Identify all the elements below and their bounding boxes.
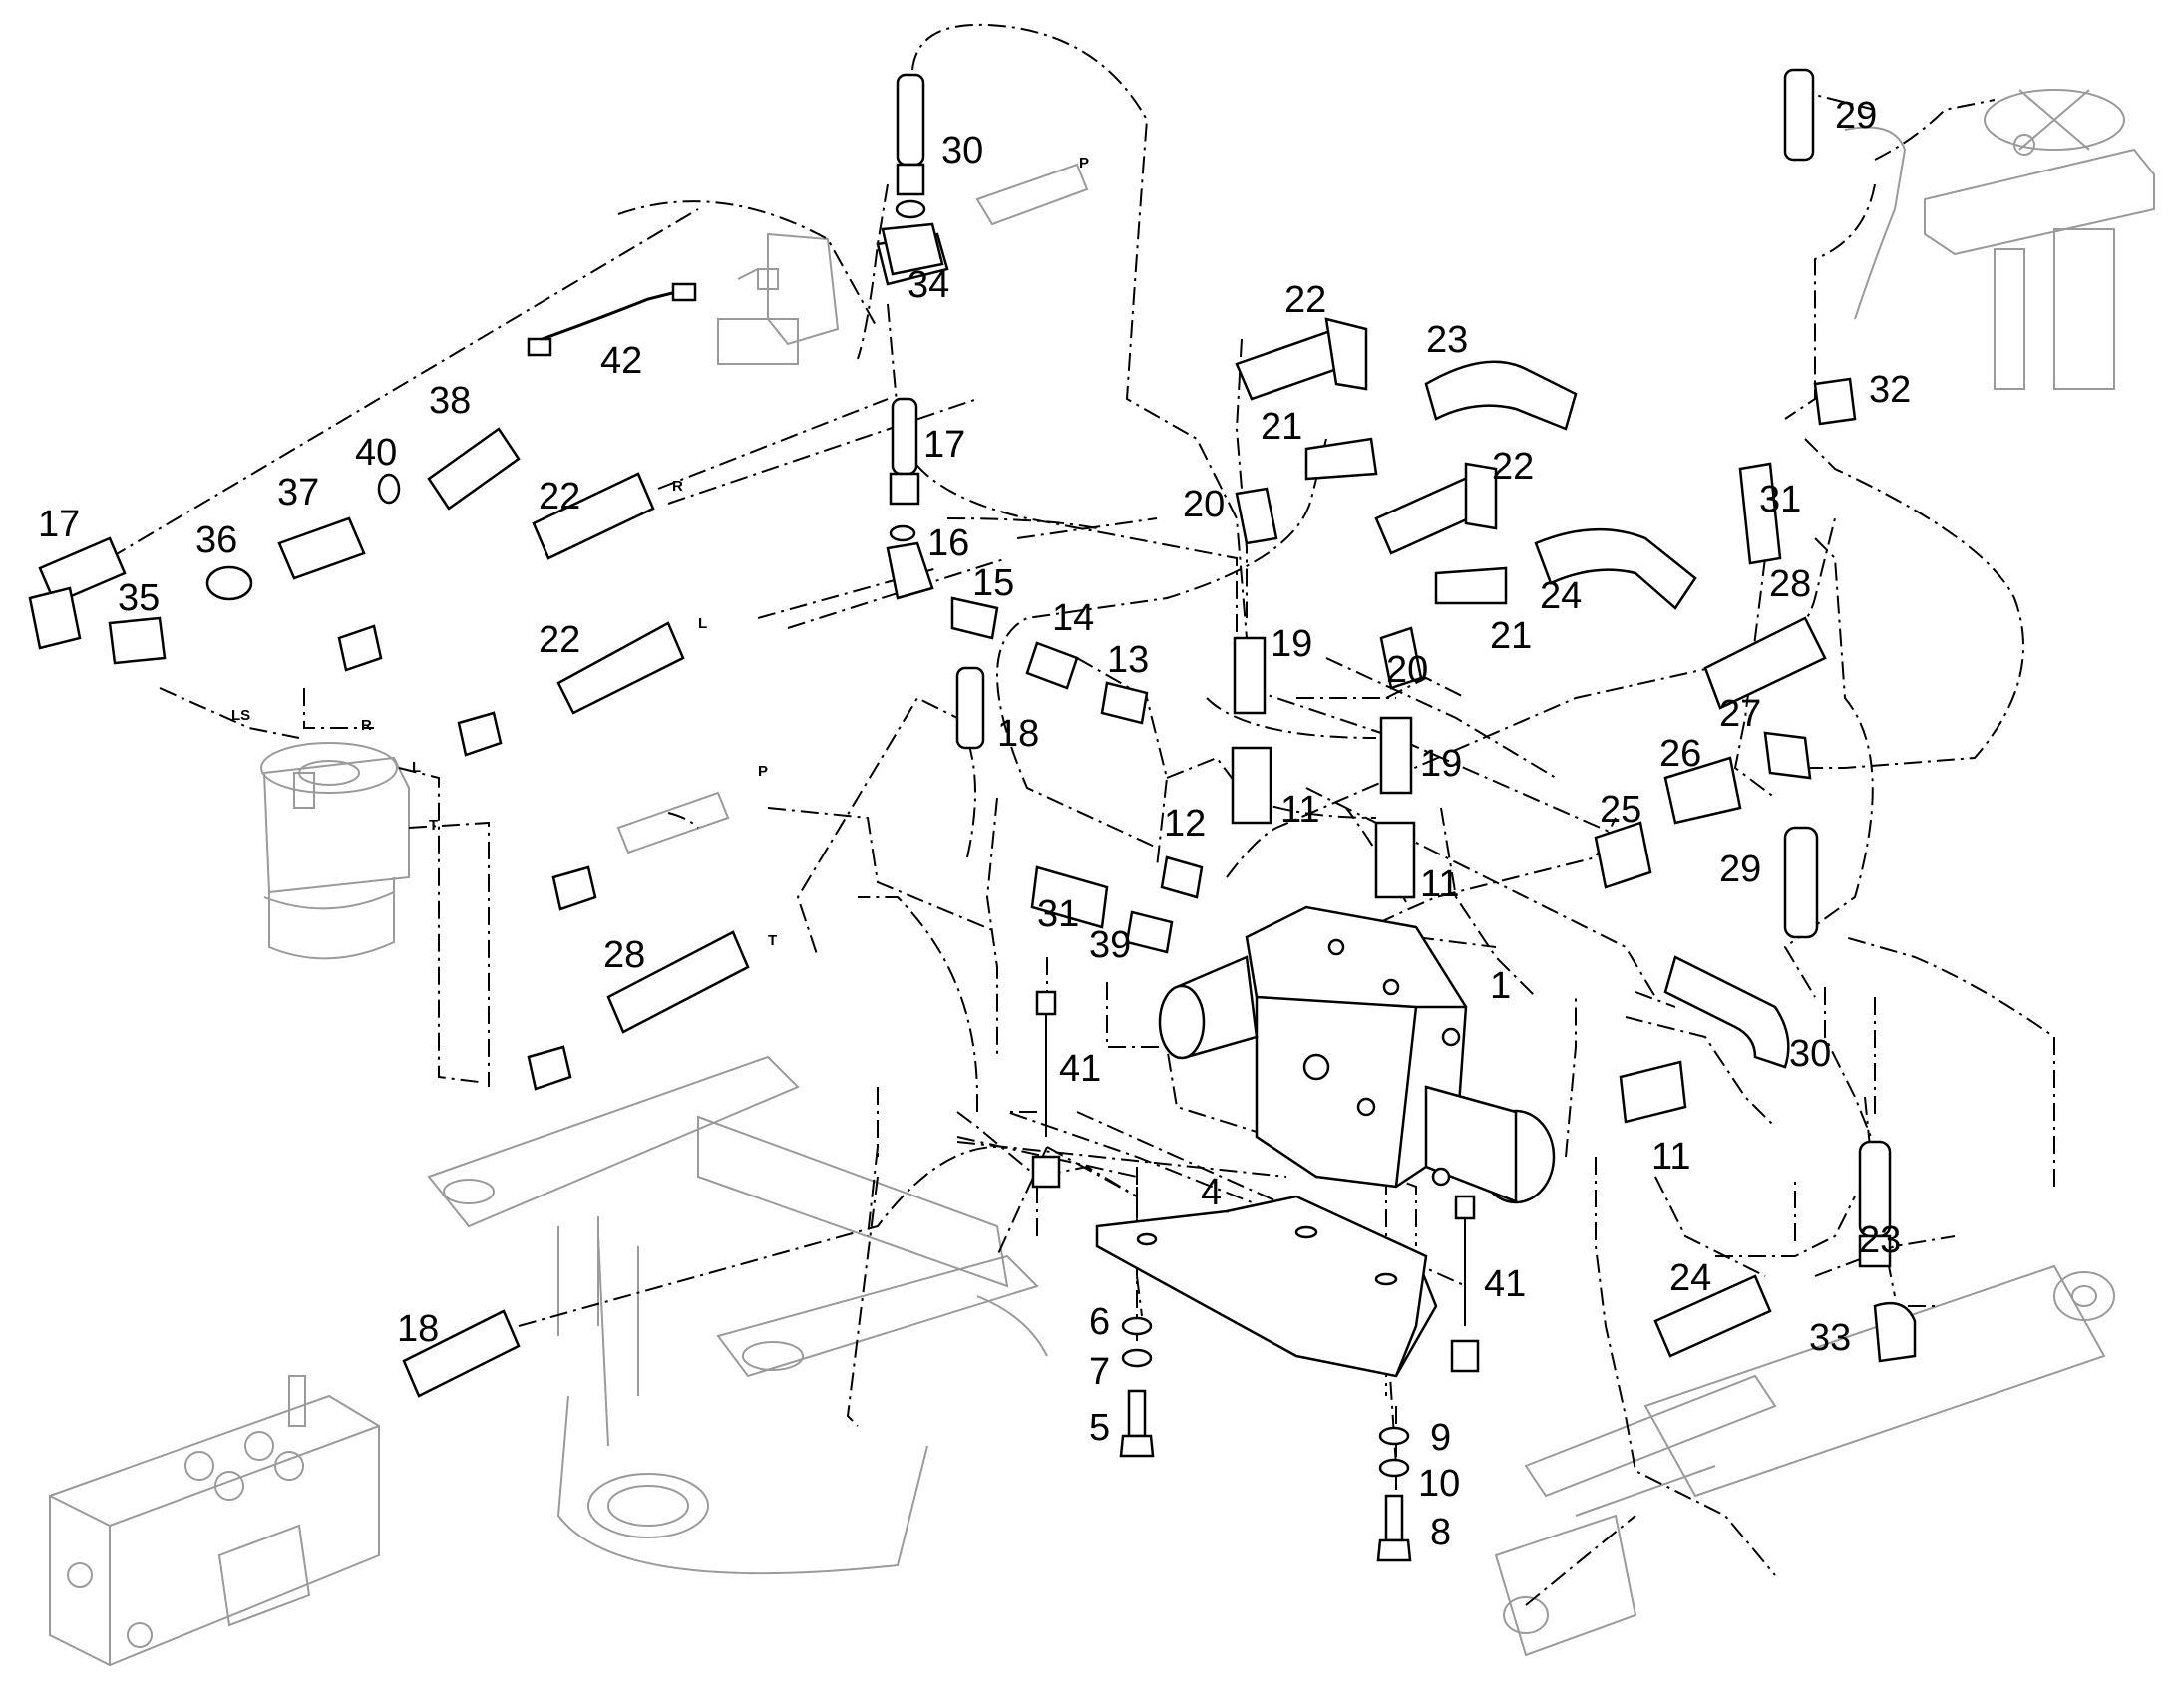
- callout-label: 7: [1089, 1351, 1110, 1393]
- mounting-bracket: [1095, 1195, 1438, 1378]
- callout-label: 33: [1809, 1317, 1851, 1359]
- port-label-r: R: [672, 478, 683, 495]
- port-label-t: T: [768, 932, 777, 949]
- callout-label: 27: [1719, 693, 1761, 735]
- callout-label: 38: [429, 380, 471, 422]
- loader-frame-ghost: [427, 1055, 1048, 1575]
- port-label-p: P: [758, 763, 768, 780]
- port-labels: LS R L T P P R L T: [231, 155, 1089, 949]
- callout-label: 14: [1052, 597, 1094, 639]
- callout-label: 37: [277, 472, 319, 513]
- callout-label: 30: [1789, 1033, 1831, 1075]
- callout-label: 15: [972, 562, 1014, 604]
- callout-label: 19: [1420, 743, 1462, 785]
- callout-label: 24: [1540, 575, 1582, 617]
- callout-label: 41: [1059, 1048, 1101, 1090]
- hardware-washers-bolts: [1119, 1316, 1412, 1562]
- reservoir-filter-ghost: [1844, 89, 2155, 390]
- callout-label: 32: [1869, 369, 1911, 411]
- callout-label: 22: [1492, 446, 1534, 488]
- callout-label: 34: [908, 264, 949, 306]
- callout-label: 1: [1490, 965, 1511, 1007]
- callout-label: 4: [1201, 1172, 1222, 1213]
- main-valve-block: [1158, 905, 1556, 1204]
- port-label-l: L: [412, 759, 421, 776]
- callout-label: 28: [1769, 563, 1811, 605]
- callout-label: 29: [1719, 849, 1761, 890]
- callout-label: 42: [600, 340, 642, 382]
- callout-label: 31: [1759, 479, 1801, 520]
- port-label-r: R: [361, 717, 372, 734]
- callout-label: 8: [1430, 1512, 1451, 1553]
- callout-label: 11: [1651, 1136, 1690, 1178]
- hydraulic-cylinder-ghost: [1494, 1264, 2115, 1657]
- callout-label: 30: [941, 130, 983, 171]
- hoses-and-fittings: [28, 68, 1917, 1398]
- control-valve-bank-ghost: [49, 1375, 380, 1667]
- callout-label: 19: [1271, 623, 1312, 665]
- callout-label: 20: [1183, 484, 1225, 525]
- callout-label: 21: [1261, 406, 1302, 448]
- callout-label: 17: [923, 424, 965, 466]
- callout-label: 35: [118, 577, 160, 619]
- callout-numbers: 1 4 5 6 7 8 9 10 11 11 11 12 13 14 15 16…: [38, 95, 1911, 1553]
- steering-unit-ghost: [260, 742, 410, 960]
- callout-label: 11: [1280, 789, 1319, 831]
- callout-label: 23: [1859, 1219, 1901, 1261]
- pressure-sensors: [1031, 990, 1480, 1373]
- callout-label: 12: [1164, 803, 1206, 845]
- callout-label: 29: [1835, 95, 1877, 137]
- port-label-p: P: [1079, 155, 1089, 171]
- callout-label: 17: [38, 504, 80, 545]
- callout-label: 39: [1089, 924, 1131, 966]
- callout-label: 21: [1490, 615, 1532, 657]
- priority-valve-ghost: [717, 232, 840, 365]
- routing-lines: [109, 23, 2055, 1606]
- callout-label: 40: [355, 432, 397, 474]
- port-label-t: T: [429, 817, 438, 834]
- callout-label: 41: [1484, 1263, 1526, 1305]
- ghost-hoses: [616, 163, 1089, 854]
- port-label-l: L: [698, 615, 707, 632]
- callout-label: 18: [397, 1308, 439, 1350]
- callout-label: 22: [1284, 279, 1326, 321]
- callout-label: 6: [1089, 1301, 1110, 1343]
- callout-label: 13: [1107, 639, 1149, 681]
- callout-label: 31: [1037, 893, 1079, 935]
- callout-label: 24: [1669, 1257, 1711, 1299]
- callout-label: 9: [1430, 1417, 1451, 1459]
- callout-label: 22: [539, 619, 580, 661]
- callout-label: 10: [1418, 1463, 1460, 1505]
- callout-label: 16: [927, 522, 969, 564]
- callout-label: 26: [1659, 733, 1701, 775]
- callout-label: 23: [1426, 319, 1468, 361]
- port-label-ls: LS: [231, 707, 250, 724]
- callout-label: 28: [603, 934, 645, 976]
- callout-label: 36: [195, 519, 237, 561]
- callout-label: 20: [1386, 649, 1428, 691]
- callout-label: 25: [1600, 789, 1641, 831]
- callout-label: 11: [1420, 863, 1459, 905]
- callout-label: 5: [1089, 1407, 1110, 1449]
- callout-label: 22: [539, 476, 580, 517]
- callout-label: 18: [997, 713, 1039, 755]
